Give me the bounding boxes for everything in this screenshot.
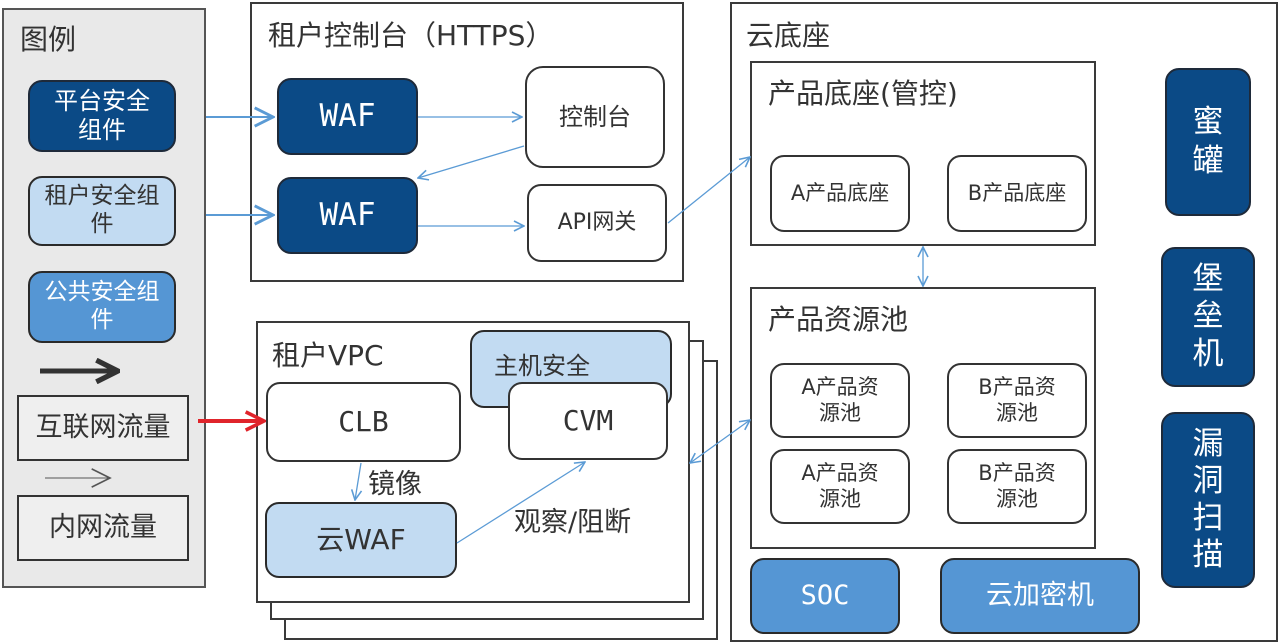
b-resource-pool-node-1: B产品资源池: [947, 363, 1087, 438]
bastion-host-label: 堡垒机: [1192, 261, 1224, 372]
vuln-scanner-label: 漏洞扫描: [1192, 425, 1224, 574]
legend-intranet-label: 内网流量: [49, 512, 157, 544]
soc-node: SOC: [750, 558, 900, 634]
legend-title: 图例: [20, 23, 77, 56]
honeypot-node: 蜜罐: [1165, 68, 1251, 216]
legend-public-label: 公共安全组件: [44, 279, 160, 333]
cloud-waf-node: 云WAF: [265, 502, 457, 578]
b-resource-pool-label-2: B产品资源池: [978, 461, 1056, 511]
observe-block-label: 观察/阻断: [514, 507, 632, 538]
console-waf-bottom-label: WAF: [319, 196, 376, 233]
legend-intranet-traffic: 内网流量: [17, 495, 189, 561]
cvm-node: CVM: [508, 382, 668, 460]
cloud-hsm-label: 云加密机: [986, 579, 1094, 611]
b-resource-pool-label-1: B产品资源池: [978, 375, 1056, 425]
mirror-label: 镜像: [368, 469, 422, 500]
vuln-scanner-node: 漏洞扫描: [1161, 412, 1255, 588]
console-waf-bottom: WAF: [277, 177, 418, 254]
tenant-console-title: 租户控制台（HTTPS）: [268, 19, 554, 52]
cloud-waf-label: 云WAF: [316, 523, 406, 557]
b-product-base-node: B产品底座: [947, 155, 1087, 232]
b-product-base-label: B产品底座: [967, 180, 1067, 205]
legend-internet-traffic: 互联网流量: [17, 395, 189, 461]
console-node-label: 控制台: [559, 102, 631, 131]
a-product-base-node: A产品底座: [770, 155, 910, 232]
honeypot-label: 蜜罐: [1192, 104, 1224, 179]
cvm-label: CVM: [562, 404, 614, 438]
a-resource-pool-label-1: A产品资源池: [801, 375, 879, 425]
legend-public-component: 公共安全组件: [28, 271, 176, 343]
console-waf-top: WAF: [277, 78, 418, 155]
bastion-host-node: 堡垒机: [1161, 247, 1255, 387]
a-resource-pool-label-2: A产品资源池: [801, 461, 879, 511]
cloud-base-title: 云底座: [746, 19, 831, 52]
a-product-base-label: A产品底座: [790, 180, 890, 205]
console-waf-top-label: WAF: [319, 97, 376, 134]
a-resource-pool-node-2: A产品资源池: [770, 449, 910, 524]
api-gateway-label: API网关: [557, 209, 637, 235]
cloud-hsm-node: 云加密机: [940, 558, 1140, 634]
legend-platform-label: 平台安全组件: [54, 87, 150, 144]
tenant-vpc-title: 租户VPC: [272, 339, 384, 372]
host-security-label: 主机安全: [494, 352, 590, 380]
legend-tenant-component: 租户安全组件: [28, 176, 176, 246]
clb-node: CLB: [266, 382, 461, 462]
api-gateway-node: API网关: [527, 184, 667, 262]
clb-label: CLB: [338, 405, 389, 439]
legend-platform-component: 平台安全组件: [28, 80, 176, 152]
soc-label: SOC: [800, 579, 850, 611]
legend-tenant-label: 租户安全组件: [44, 183, 160, 237]
legend-internet-label: 互联网流量: [35, 412, 171, 444]
console-node: 控制台: [525, 66, 665, 168]
a-resource-pool-node-1: A产品资源池: [770, 363, 910, 438]
b-resource-pool-node-2: B产品资源池: [947, 449, 1087, 524]
resource-pool-title: 产品资源池: [768, 303, 909, 336]
product-base-title: 产品底座(管控): [768, 77, 958, 110]
